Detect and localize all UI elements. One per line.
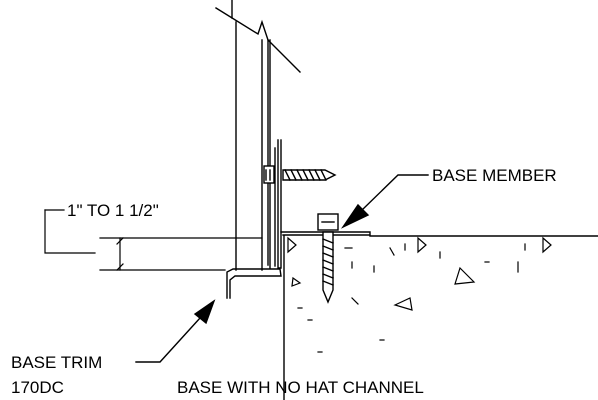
wall-panel [215, 0, 301, 271]
dimension-label: 1" TO 1 1/2" [67, 201, 159, 220]
horizontal-screw [263, 165, 337, 184]
base-member-label: BASE MEMBER [432, 166, 557, 185]
dimension-lines [44, 209, 263, 271]
drawing-caption: BASE WITH NO HAT CHANNEL [177, 378, 424, 397]
base-trim-label: BASE TRIM [11, 353, 102, 372]
base-trim-leader [135, 299, 216, 363]
base-member [274, 139, 371, 269]
base-member-leader [340, 174, 429, 229]
concrete-slab [283, 235, 598, 400]
base-trim [226, 268, 282, 299]
concrete-aggregate [287, 236, 552, 353]
base-trim-code-label: 170DC [11, 378, 64, 397]
vertical-screw [317, 213, 339, 304]
